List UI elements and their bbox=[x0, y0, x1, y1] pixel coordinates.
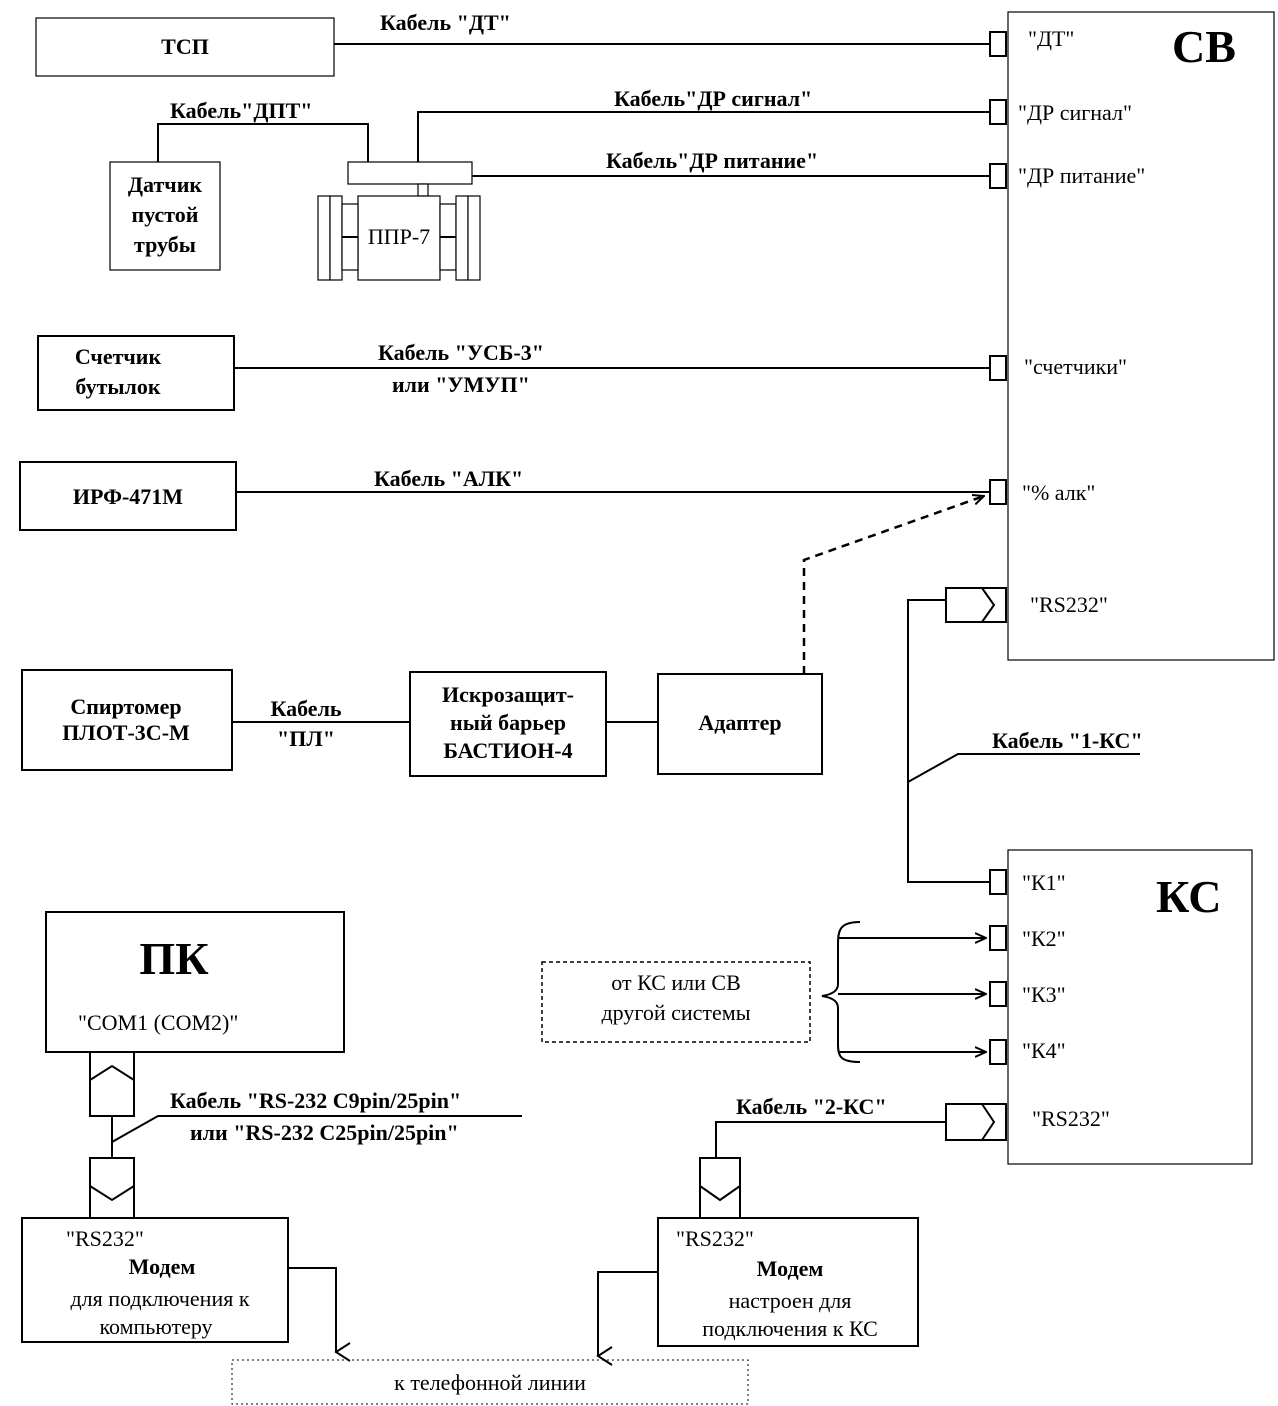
cable-1ks-label: Кабель "1-КС" bbox=[992, 728, 1143, 753]
modem-ks-title: Модем bbox=[757, 1256, 824, 1281]
irf-box bbox=[19, 461, 237, 531]
cable-2ks-line bbox=[715, 1121, 946, 1158]
ks-port-k3-label: "К3" bbox=[1022, 982, 1066, 1007]
cable-rs232-label-b: или "RS-232 C25pin/25pin" bbox=[190, 1120, 459, 1145]
bottle-counter-line-1: Счетчик bbox=[75, 344, 162, 369]
modem-pc-title: Модем bbox=[129, 1254, 196, 1279]
sv-port-counters bbox=[989, 355, 1007, 381]
ks-port-k3 bbox=[989, 981, 1007, 1007]
ks-port-k2 bbox=[989, 925, 1007, 951]
adapter-box bbox=[657, 673, 823, 775]
sv-port-dr-power-label: "ДР питание" bbox=[1018, 163, 1145, 188]
barrier-line-3: БАСТИОН-4 bbox=[443, 738, 572, 763]
cable-dr-signal-line bbox=[417, 111, 990, 162]
other-system-box bbox=[541, 961, 811, 1043]
spirtomer-box bbox=[21, 669, 233, 771]
sv-port-counters-label: "счетчики" bbox=[1024, 354, 1127, 379]
barrier-line-2: ный барьер bbox=[450, 710, 566, 735]
cable-rs232-pc-leader bbox=[111, 1115, 522, 1143]
ppr7-flowmeter bbox=[317, 161, 481, 281]
ks-title: КС bbox=[1156, 871, 1221, 922]
cable-pl-label-1: Кабель bbox=[270, 696, 341, 721]
cable-alk-label: Кабель "АЛК" bbox=[374, 466, 523, 491]
spirtomer-line-2: ПЛОТ-3С-М bbox=[62, 720, 190, 745]
ks-rs232-connector bbox=[945, 1103, 1007, 1141]
barrier-box bbox=[409, 671, 607, 777]
empty-pipe-sensor-line-3: трубы bbox=[134, 232, 196, 257]
sv-box bbox=[1007, 11, 1275, 661]
modem-ks-box bbox=[657, 1217, 919, 1347]
other-system-line-1: от КС или СВ bbox=[611, 970, 741, 995]
pc-com-label: "COM1 (COM2)" bbox=[78, 1010, 238, 1035]
modem-pc-box bbox=[21, 1217, 289, 1343]
other-system-line-2: другой системы bbox=[601, 1000, 750, 1025]
cable-dr-power-label: Кабель"ДР питание" bbox=[606, 148, 818, 173]
ks-port-rs232-label: "RS232" bbox=[1032, 1106, 1110, 1131]
ks-port-k1-label: "К1" bbox=[1022, 870, 1066, 895]
modem-ks-desc-1: настроен для bbox=[729, 1288, 852, 1313]
cable-usb3-label: Кабель "УСБ-3" bbox=[378, 340, 544, 365]
sv-title: СВ bbox=[1172, 21, 1236, 72]
empty-pipe-sensor-line-1: Датчик bbox=[128, 172, 202, 197]
spirtomer-line-1: Спиртомер bbox=[70, 694, 181, 719]
modem-ks-port-label: "RS232" bbox=[676, 1226, 754, 1251]
modem-pc-to-phone-arrow bbox=[288, 1267, 351, 1362]
sv-port-dt bbox=[989, 31, 1007, 57]
barrier-line-1: Искрозащит- bbox=[442, 682, 574, 707]
modem-ks-desc-2: подключения к КС bbox=[702, 1316, 878, 1341]
empty-pipe-sensor-line-2: пустой bbox=[132, 202, 199, 227]
cable-pl-label-2: "ПЛ" bbox=[277, 726, 335, 751]
tsp-box bbox=[35, 17, 335, 77]
other-system-brace bbox=[821, 921, 861, 1063]
sv-port-dr-signal bbox=[989, 99, 1007, 125]
ks-port-k4-label: "К4" bbox=[1022, 1038, 1066, 1063]
modem-ks-to-phone-arrow bbox=[596, 1271, 658, 1366]
cable-umup-label: или "УМУП" bbox=[392, 372, 530, 397]
cable-rs232-label-a: Кабель "RS-232 C9pin/25pin" bbox=[170, 1088, 461, 1113]
ppr7-label: ППР-7 bbox=[368, 224, 430, 249]
modem-ks-connector bbox=[699, 1157, 741, 1219]
modem-pc-desc-2: компьютеру bbox=[99, 1314, 212, 1339]
adapter-label: Адаптер bbox=[698, 710, 781, 735]
ks-port-k1 bbox=[989, 869, 1007, 895]
ks-port-k4 bbox=[989, 1039, 1007, 1065]
ks-box bbox=[1007, 849, 1253, 1165]
sv-unit: СВ bbox=[1007, 11, 1275, 661]
empty-pipe-sensor-box bbox=[109, 161, 221, 271]
bottle-counter-box bbox=[37, 335, 235, 411]
phone-line-label: к телефонной линии bbox=[394, 1370, 586, 1395]
cable-dr-signal-label: Кабель"ДР сигнал" bbox=[614, 86, 812, 111]
ks-port-k2-label: "К2" bbox=[1022, 926, 1066, 951]
cable-dpt-label: Кабель"ДПТ" bbox=[170, 98, 312, 123]
cable-dt-label: Кабель "ДТ" bbox=[380, 10, 511, 35]
sv-port-dr-power bbox=[989, 163, 1007, 189]
sv-rs232-connector bbox=[945, 587, 1007, 623]
sv-port-alk-label: "% алк" bbox=[1022, 480, 1095, 505]
adapter-to-alk-dashed-arrow bbox=[802, 496, 984, 674]
pc-box bbox=[45, 911, 345, 1053]
cable-2ks-label: Кабель "2-КС" bbox=[736, 1094, 887, 1119]
sv-port-dt-label: "ДТ" bbox=[1028, 26, 1074, 51]
irf-label: ИРФ-471М bbox=[73, 484, 183, 509]
bottle-counter-line-2: бутылок bbox=[75, 374, 160, 399]
modem-pc-port-label: "RS232" bbox=[66, 1226, 144, 1251]
sv-port-alk bbox=[989, 479, 1007, 505]
cable-1ks-leader bbox=[907, 753, 1140, 783]
sv-port-rs232-label: "RS232" bbox=[1030, 592, 1108, 617]
modem-pc-desc-1: для подключения к bbox=[70, 1286, 249, 1311]
tsp-label: ТСП bbox=[161, 34, 209, 59]
pc-title: ПК bbox=[139, 933, 208, 984]
pc-com-connector bbox=[89, 1051, 135, 1117]
modem-pc-connector bbox=[89, 1157, 135, 1219]
cable-dpt-line bbox=[157, 123, 369, 162]
sv-port-dr-signal-label: "ДР сигнал" bbox=[1018, 100, 1132, 125]
cable-1ks-line bbox=[907, 599, 990, 883]
